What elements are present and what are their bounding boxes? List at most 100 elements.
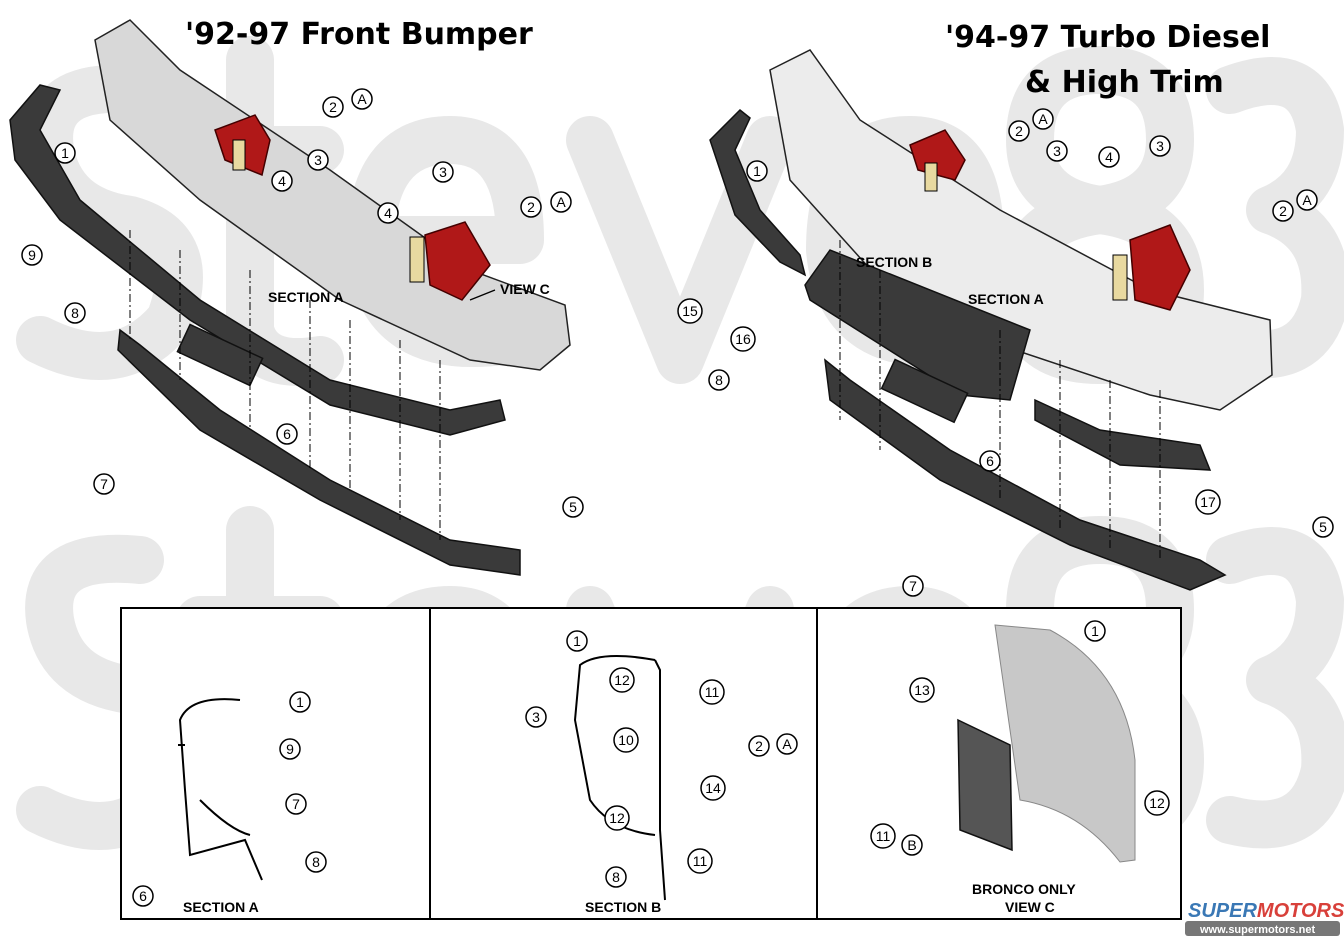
svg-text:2: 2 — [1279, 203, 1287, 219]
svg-text:8: 8 — [71, 305, 79, 321]
grille-insert — [804, 249, 1031, 401]
upper-bumper-strip — [9, 84, 506, 436]
callout-2: 2 — [1008, 120, 1030, 142]
svg-text:9: 9 — [286, 741, 294, 757]
callout-11: 11 — [870, 823, 896, 849]
callout-8: 8 — [605, 866, 627, 888]
svg-text:14: 14 — [705, 780, 721, 796]
svg-text:3: 3 — [532, 709, 540, 725]
callout-A: A — [776, 733, 798, 755]
svg-text:1: 1 — [61, 145, 69, 161]
svg-text:3: 3 — [1053, 143, 1061, 159]
svg-text:5: 5 — [569, 499, 577, 515]
label-section-a: SECTION A — [968, 291, 1044, 307]
svg-text:SUPERMOTORS: SUPERMOTORS — [1188, 900, 1344, 922]
svg-text:11: 11 — [876, 828, 891, 844]
svg-text:6: 6 — [986, 453, 994, 469]
svg-text:13: 13 — [914, 682, 930, 698]
svg-text:15: 15 — [682, 303, 698, 319]
callout-1: 1 — [1084, 620, 1106, 642]
svg-text:12: 12 — [1149, 795, 1165, 811]
svg-text:2: 2 — [755, 738, 763, 754]
svg-text:4: 4 — [278, 173, 286, 189]
lower-valance — [117, 328, 521, 576]
callout-5: 5 — [1312, 516, 1334, 538]
title-right-line1: '94-97 Turbo Diesel — [945, 20, 1270, 55]
svg-text:A: A — [1038, 111, 1048, 127]
view-c-arrow — [469, 289, 496, 301]
callout-2: 2 — [748, 735, 770, 757]
right-bumper-assembly — [709, 49, 1273, 591]
view-c-bumper — [994, 624, 1136, 863]
callout-A: A — [550, 191, 572, 213]
callout-7: 7 — [285, 793, 307, 815]
callout-12: 12 — [609, 667, 635, 693]
svg-text:11: 11 — [705, 684, 720, 700]
callout-6: 6 — [276, 423, 298, 445]
callout-13: 13 — [909, 677, 935, 703]
left-bumper-assembly — [9, 19, 571, 576]
callout-3: 3 — [1149, 135, 1171, 157]
svg-text:12: 12 — [609, 810, 625, 826]
svg-text:1: 1 — [573, 633, 581, 649]
label-view-c: VIEW C — [500, 281, 550, 297]
svg-text:3: 3 — [1156, 138, 1164, 154]
callout-14: 14 — [700, 775, 726, 801]
svg-text:A: A — [556, 194, 566, 210]
callout-9: 9 — [279, 738, 301, 760]
bracket-right — [1129, 224, 1191, 311]
caption-bronco-only: BRONCO ONLY — [972, 881, 1076, 897]
callout-1: 1 — [54, 142, 76, 164]
svg-text:6: 6 — [283, 426, 291, 442]
svg-text:2: 2 — [527, 199, 535, 215]
svg-text:www.supermotors.net: www.supermotors.net — [1199, 924, 1315, 936]
detail-panels — [120, 607, 1182, 920]
callout-10: 10 — [613, 727, 639, 753]
license-bracket — [176, 323, 264, 387]
lower-valance — [824, 358, 1227, 591]
title-right-line2: & High Trim — [1025, 65, 1224, 100]
svg-text:2: 2 — [1015, 123, 1023, 139]
callout-8: 8 — [305, 851, 327, 873]
svg-text:8: 8 — [612, 869, 620, 885]
svg-text:4: 4 — [384, 205, 392, 221]
svg-text:4: 4 — [1105, 149, 1113, 165]
callout-17: 17 — [1195, 489, 1221, 515]
callout-3: 3 — [1046, 140, 1068, 162]
svg-text:3: 3 — [439, 164, 447, 180]
shim-plate — [409, 236, 425, 283]
callout-1: 1 — [746, 160, 768, 182]
view-c-plate — [957, 718, 1013, 852]
svg-text:7: 7 — [292, 796, 300, 812]
callout-7: 7 — [93, 473, 115, 495]
bracket-left — [909, 129, 966, 181]
svg-text:1: 1 — [1091, 623, 1099, 639]
svg-text:10: 10 — [618, 732, 634, 748]
svg-text:8: 8 — [715, 372, 723, 388]
callout-6: 6 — [132, 885, 154, 907]
callout-12: 12 — [1144, 790, 1170, 816]
label-section-b: SECTION B — [856, 254, 932, 270]
supermotors-logo: SUPERMOTORS www.supermotors.net — [1185, 900, 1344, 936]
callout-3: 3 — [432, 161, 454, 183]
svg-text:17: 17 — [1200, 494, 1216, 510]
svg-text:16: 16 — [735, 331, 751, 347]
section-b-profile — [573, 655, 666, 901]
callout-4: 4 — [377, 202, 399, 224]
svg-text:1: 1 — [753, 163, 761, 179]
svg-text:5: 5 — [1319, 519, 1327, 535]
svg-text:6: 6 — [139, 888, 147, 904]
callout-2: 2 — [322, 96, 344, 118]
callout-1: 1 — [289, 691, 311, 713]
section-a-profile — [178, 698, 263, 881]
callout-9: 9 — [21, 244, 43, 266]
callout-A: A — [351, 88, 373, 110]
callout-12: 12 — [604, 805, 630, 831]
caption-section-a: SECTION A — [183, 899, 259, 915]
svg-text:B: B — [907, 837, 916, 853]
callout-11: 11 — [687, 848, 713, 874]
svg-text:7: 7 — [909, 578, 917, 594]
callout-2: 2 — [520, 196, 542, 218]
callout-16: 16 — [730, 326, 756, 352]
